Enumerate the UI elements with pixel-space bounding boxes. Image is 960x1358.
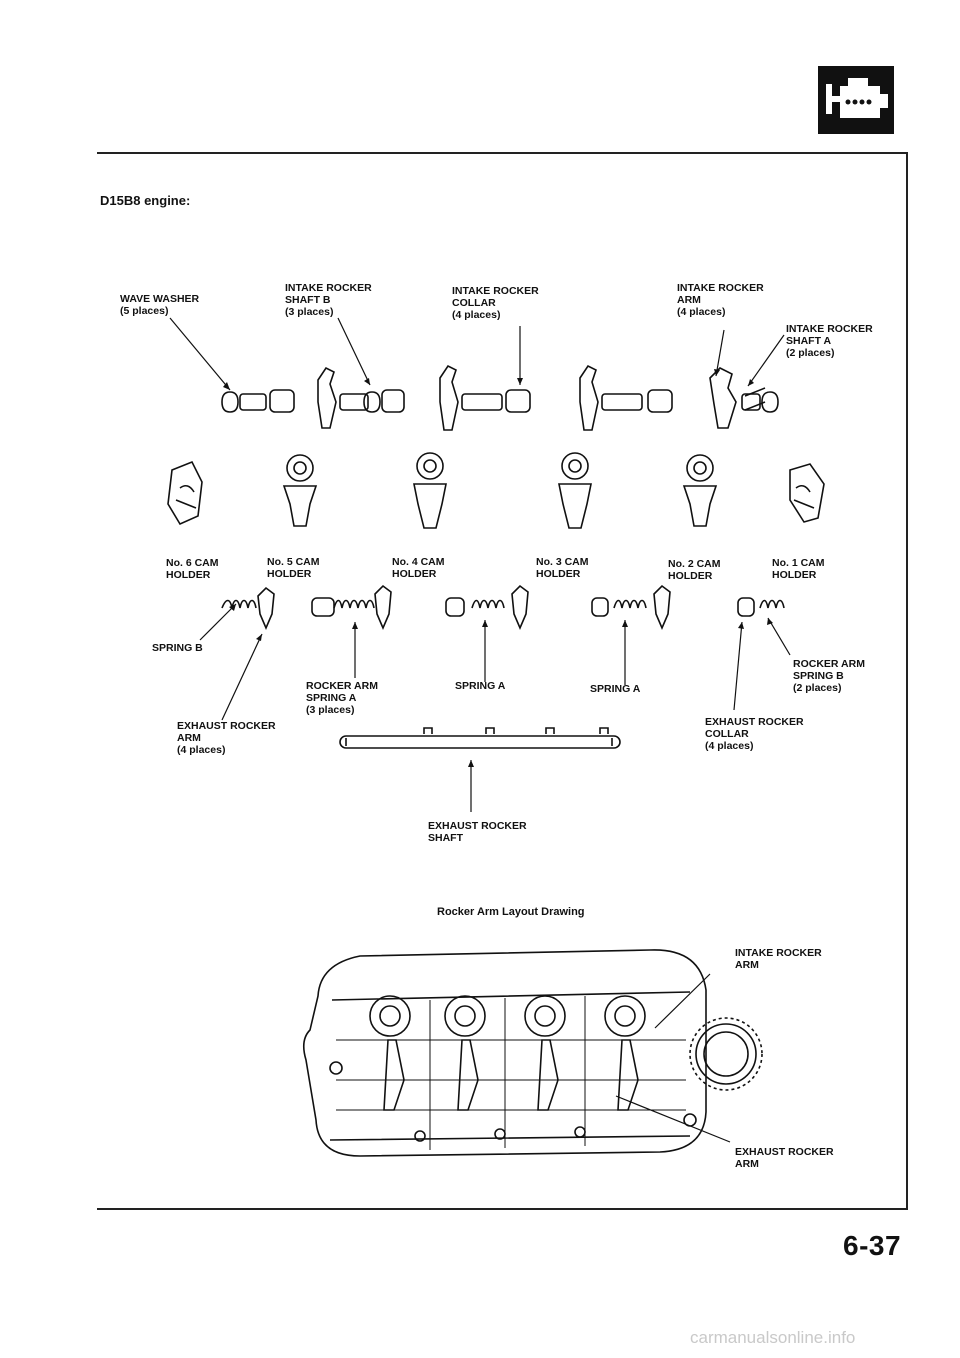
- label-exhaust-rocker-collar: EXHAUST ROCKER COLLAR (4 places): [705, 716, 804, 752]
- label-spring-a-1: SPRING A: [455, 680, 506, 692]
- label-head-exhaust-rocker-arm: EXHAUST ROCKER ARM: [735, 1146, 834, 1170]
- frame-bottom-rule: [97, 1208, 908, 1210]
- frame-right-rule: [906, 152, 908, 1210]
- frame-top-rule: [97, 152, 908, 154]
- label-exhaust-rocker-arm: EXHAUST ROCKER ARM (4 places): [177, 720, 276, 756]
- drawing-caption: Rocker Arm Layout Drawing: [437, 906, 585, 918]
- watermark-text: carmanualsonline.info: [690, 1328, 856, 1347]
- engine-section-icon: [818, 66, 894, 134]
- label-exhaust-rocker-shaft: EXHAUST ROCKER SHAFT: [428, 820, 527, 844]
- intake-parts-row: [221, 364, 779, 431]
- cam-holders-row: [167, 452, 825, 529]
- leader-arrows: [223, 369, 773, 767]
- label-wave-washer: WAVE WASHER (5 places): [120, 293, 200, 317]
- label-cam-holder-2: No. 2 CAM HOLDER: [668, 558, 721, 582]
- label-spring-a-2: SPRING A: [590, 683, 641, 695]
- label-intake-rocker-shaft-b: INTAKE ROCKER SHAFT B (3 places): [285, 282, 372, 318]
- label-intake-rocker-arm: INTAKE ROCKER ARM (4 places): [677, 282, 764, 318]
- engine-subtitle: D15B8 engine:: [100, 193, 191, 208]
- label-cam-holder-1: No. 1 CAM HOLDER: [772, 557, 825, 581]
- leader-lines: [169, 317, 791, 1143]
- exhaust-parts-row: [221, 584, 785, 631]
- label-head-intake-rocker-arm: INTAKE ROCKER ARM: [735, 947, 822, 971]
- label-rocker-arm-spring-b: ROCKER ARM SPRING B (2 places): [793, 658, 865, 694]
- page-number: 6-37: [843, 1230, 902, 1261]
- label-rocker-arm-spring-a: ROCKER ARM SPRING A (3 places): [306, 680, 378, 716]
- label-cam-holder-5: No. 5 CAM HOLDER: [267, 556, 320, 580]
- label-intake-rocker-collar: INTAKE ROCKER COLLAR (4 places): [452, 285, 539, 321]
- exhaust-rocker-shaft: [339, 727, 621, 749]
- label-intake-rocker-shaft-a: INTAKE ROCKER SHAFT A (2 places): [786, 323, 873, 359]
- label-cam-holder-6: No. 6 CAM HOLDER: [166, 557, 219, 581]
- label-cam-holder-3: No. 3 CAM HOLDER: [536, 556, 589, 580]
- cylinder-head-drawing: [302, 949, 763, 1157]
- label-cam-holder-4: No. 4 CAM HOLDER: [392, 556, 445, 580]
- label-spring-b: SPRING B: [152, 642, 203, 654]
